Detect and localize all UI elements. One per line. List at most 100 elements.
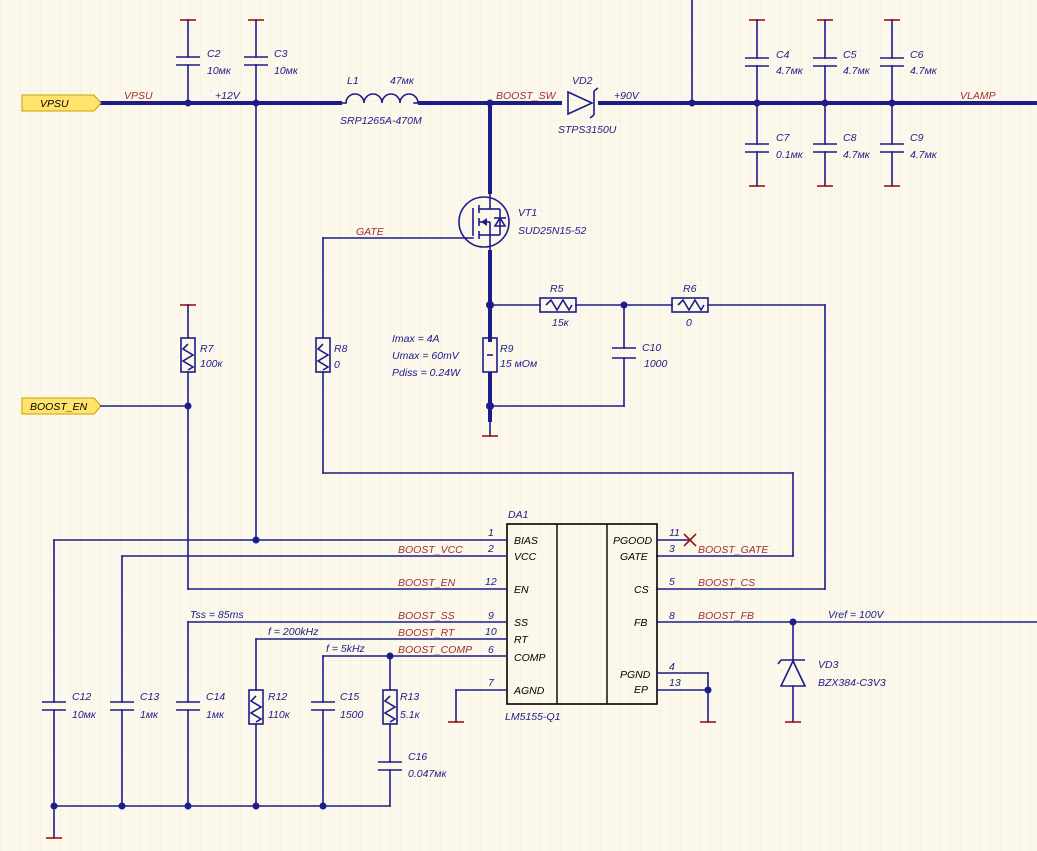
boost-en-port-label: BOOST_EN [30,401,88,413]
c4-value: 4.7мк [776,65,804,77]
net-label-boost-comp: BOOST_COMP [398,644,472,656]
ic-left-wiring [53,539,508,723]
pin-num-10: 10 [485,626,497,638]
r7-ref: R7 [200,343,215,355]
pin-name-ss: SS [514,617,528,629]
pin-num-5: 5 [669,576,675,588]
c16-ref: C16 [408,751,427,763]
ic-ref: DA1 [508,509,528,521]
diode-vd2: VD2 STPS3150U [558,75,617,136]
c15-value: 1500 [340,709,364,721]
net-label-90v: +90V [614,90,640,102]
resistor-r6: R6 0 [671,283,709,329]
net-label-boost-sw: BOOST_SW [496,90,557,102]
c5-value: 4.7мк [843,65,871,77]
current-sense-network [482,301,826,590]
l1-part: SRP1265A-470M [340,115,422,127]
zener-vd3: VD3 BZX384-C3V3 [777,621,886,723]
l1-ref: L1 [347,75,359,87]
c12-ref: C12 [72,691,91,703]
r6-value: 0 [686,317,692,329]
pin-num-4: 4 [669,661,675,673]
ic-part: LM5155-Q1 [505,711,560,723]
pin-num-3: 3 [669,543,675,555]
note-umax: Umax = 60mV [392,350,460,362]
r6-ref: R6 [683,283,697,295]
pin-name-cs: CS [634,584,649,596]
r13-ref: R13 [400,691,419,703]
l1-value: 47мк [390,75,415,87]
c8-value: 4.7мк [843,149,871,161]
output-capacitor-bank: C4 4.7мк C5 4.7мк C6 4.7мк C7 0.1мк C8 4… [745,19,938,187]
c14-value: 1мк [206,709,225,721]
note-imax: Imax = 4A [392,333,440,345]
vpsu-port: VPSU [21,94,102,112]
c6-ref: C6 [910,49,924,61]
pin-num-7: 7 [488,677,495,689]
net-label-boost-cs: BOOST_CS [698,577,755,589]
c12-value: 10мк [72,709,97,721]
vd3-part: BZX384-C3V3 [818,677,886,689]
r5-value: 15к [552,317,570,329]
net-label-gate: GATE [356,226,385,238]
vd2-ref: VD2 [572,75,593,87]
c9-value: 4.7мк [910,149,938,161]
c2-value: 10мк [207,65,232,77]
note-vref: Vref = 100V [828,609,885,621]
capacitor-c16: C16 0.047мк [378,751,447,807]
net-label-boost-ss: BOOST_SS [398,610,455,622]
ic-da1: DA1 LM5155-Q1 BIAS VCC EN SS RT COMP AGN… [485,509,681,723]
vt1-part: SUD25N15-52 [518,225,586,237]
mosfet-vt1: VT1 SUD25N15-52 [322,192,586,252]
pin-num-13: 13 [669,677,681,689]
c13-ref: C13 [140,691,159,703]
net-label-12v: +12V [215,90,241,102]
pin-name-gate: GATE [620,551,649,563]
pin-num-12: 12 [485,576,497,588]
pin-num-11: 11 [669,527,680,539]
r7-value: 100к [200,358,224,370]
net-label-boost-vcc: BOOST_VCC [398,544,463,556]
r9-ref: R9 [500,343,514,355]
net-label-boost-rt: BOOST_RT [398,627,456,639]
c16-value: 0.047мк [408,768,447,780]
c3-ref: C3 [274,48,288,60]
c14-ref: C14 [206,691,225,703]
vpsu-port-label: VPSU [40,98,69,110]
c4-ref: C4 [776,49,790,61]
r12-value: 110к [268,709,291,721]
boost-en-port: BOOST_EN [21,397,192,415]
bottom-ground-bus [50,802,391,810]
net-label-vpsu: VPSU [124,90,153,102]
note-freq: f = 200kHz [268,626,319,638]
main-power-rail [98,0,1037,342]
c9-ref: C9 [910,132,924,144]
pin-name-fb: FB [634,617,647,629]
pin-num-9: 9 [488,610,494,622]
pin-num-8: 8 [669,610,675,622]
note-tss: Tss = 85ms [190,609,244,621]
pin-name-pgnd: PGND [620,669,651,681]
capacitor-c14: C14 1мк [176,691,225,807]
c7-ref: C7 [776,132,791,144]
c6-value: 4.7мк [910,65,938,77]
c3-value: 10мк [274,65,299,77]
resistor-r8: R8 0 [315,337,348,373]
r12-ref: R12 [268,691,287,703]
pin-num-2: 2 [487,543,494,555]
pin-num-6: 6 [488,644,494,656]
resistor-r12: R12 110к [248,689,291,807]
pin-name-en: EN [514,584,529,596]
resistor-r9: R9 15 мОм [482,303,537,373]
pin-name-vcc: VCC [514,551,537,563]
pin-name-ep: EP [634,684,648,696]
net-label-vlamp: VLAMP [960,90,996,102]
pin-name-agnd: AGND [513,685,545,697]
c2-ref: C2 [207,48,221,60]
capacitor-c12: C12 10мк [42,691,97,839]
net-label-boost-en: BOOST_EN [398,577,456,589]
capacitor-c3: C3 10мк [244,19,299,104]
c10-ref: C10 [642,342,661,354]
r5-ref: R5 [550,283,564,295]
